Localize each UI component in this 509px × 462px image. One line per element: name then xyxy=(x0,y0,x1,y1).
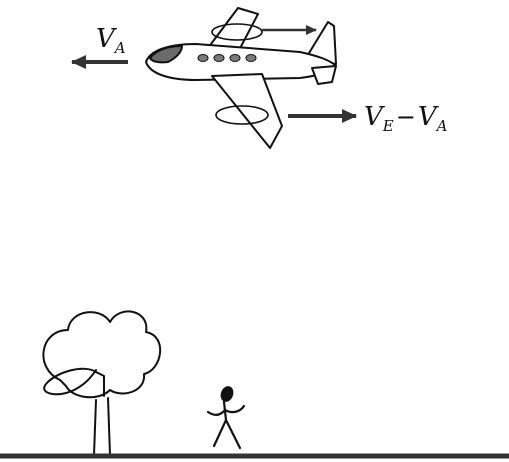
tail-stabilizer xyxy=(312,66,336,84)
person-head xyxy=(220,386,234,403)
velocity-airplane-label: VA xyxy=(96,24,126,57)
tree-icon xyxy=(43,311,160,455)
stick-figure-icon xyxy=(208,386,244,448)
lower-wing xyxy=(212,74,282,148)
window xyxy=(230,55,240,62)
tree-canopy xyxy=(43,311,160,397)
person-legs xyxy=(214,420,240,448)
window xyxy=(246,55,256,62)
window xyxy=(214,55,224,62)
tree-trunk xyxy=(94,398,110,455)
window xyxy=(198,55,208,62)
relative-exhaust-velocity-label: VE−VA xyxy=(364,102,448,135)
